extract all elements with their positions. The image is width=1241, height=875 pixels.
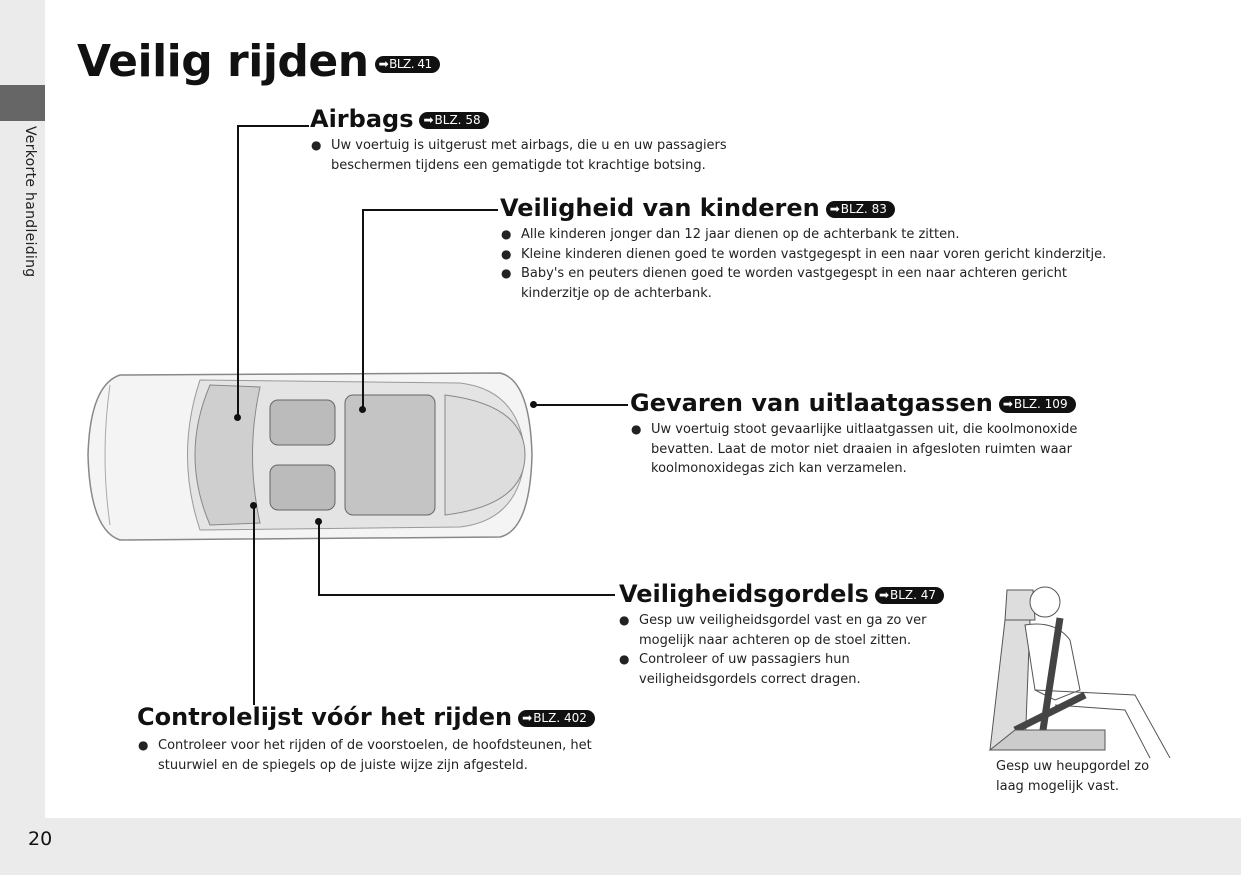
uitlaat-heading: Gevaren van uitlaatgassen ➡BLZ. 109 (630, 389, 1076, 417)
heading-text: Veiligheid van kinderen (500, 194, 820, 222)
heading-text: Veiligheidsgordels (619, 580, 869, 608)
page-title-text: Veilig rijden (77, 36, 369, 87)
controle-bullets: Controleer voor het rijden of de voorsto… (138, 736, 598, 775)
uitlaat-ref-link[interactable]: ➡BLZ. 109 (998, 395, 1076, 413)
leader-dot (530, 401, 537, 408)
bullet-item: Kleine kinderen dienen goed te worden va… (501, 245, 1161, 265)
side-tab-label: Verkorte handleiding (22, 126, 38, 278)
leader-line (237, 125, 309, 127)
bullet-item: Controleer voor het rijden of de voorsto… (138, 736, 598, 775)
arrow-icon: ➡ (1002, 396, 1013, 411)
ref-text: BLZ. 83 (840, 201, 887, 216)
uitlaat-bullets: Uw voertuig stoot gevaarlijke uitlaatgas… (631, 420, 1111, 479)
gordels-heading: Veiligheidsgordels ➡BLZ. 47 (619, 580, 945, 608)
leader-line (362, 209, 364, 409)
seatbelt-illustration (988, 586, 1171, 759)
leader-dot (315, 518, 322, 525)
page-ref-link[interactable]: ➡BLZ. 41 (374, 55, 440, 73)
airbags-ref-link[interactable]: ➡BLZ. 58 (419, 111, 489, 129)
page-number: 20 (28, 828, 53, 850)
arrow-icon: ➡ (378, 56, 389, 71)
leader-dot (359, 406, 366, 413)
bullet-item: Gesp uw veiligheidsgordel vast en ga zo … (619, 611, 949, 650)
ref-text: BLZ. 47 (890, 587, 937, 602)
heading-text: Gevaren van uitlaatgassen (630, 389, 993, 417)
illustration-caption: Gesp uw heupgordel zo laag mogelijk vast… (996, 759, 1150, 794)
bullet-item: Baby's en peuters dienen goed te worden … (501, 264, 1101, 303)
ref-text: BLZ. 109 (1013, 396, 1068, 411)
ref-text: BLZ. 58 (434, 112, 481, 127)
leader-line (253, 505, 255, 705)
controle-ref-link[interactable]: ➡BLZ. 402 (518, 709, 595, 727)
car-top-view-illustration (87, 372, 533, 541)
page-title: Veilig rijden ➡BLZ. 41 (77, 36, 440, 87)
bullet-item: Uw voertuig is uitgerust met airbags, di… (311, 136, 751, 175)
heading-text: Airbags (310, 105, 414, 133)
kinderen-bullets: Alle kinderen jonger dan 12 jaar dienen … (501, 225, 1161, 303)
leader-line (318, 594, 615, 596)
arrow-icon: ➡ (878, 587, 889, 602)
ref-text: BLZ. 402 (533, 710, 587, 725)
ref-text: BLZ. 41 (389, 56, 432, 71)
leader-line (362, 209, 498, 211)
leader-line (318, 522, 320, 596)
airbags-bullets: Uw voertuig is uitgerust met airbags, di… (311, 136, 751, 175)
side-margin (0, 0, 45, 875)
bullet-item: Controleer of uw passagiers hun veilighe… (619, 650, 949, 689)
kinderen-ref-link[interactable]: ➡BLZ. 83 (825, 200, 895, 218)
arrow-icon: ➡ (522, 710, 533, 725)
controle-heading: Controlelijst vóór het rijden ➡BLZ. 402 (137, 703, 595, 731)
leader-line (533, 404, 628, 406)
leader-dot (234, 414, 241, 421)
heading-text: Controlelijst vóór het rijden (137, 703, 513, 731)
section-tab-marker (0, 85, 45, 121)
kinderen-heading: Veiligheid van kinderen ➡BLZ. 83 (500, 194, 895, 222)
gordels-bullets: Gesp uw veiligheidsgordel vast en ga zo … (619, 611, 949, 689)
airbags-heading: Airbags ➡BLZ. 58 (310, 105, 489, 133)
leader-dot (250, 502, 257, 509)
arrow-icon: ➡ (423, 112, 434, 127)
gordels-ref-link[interactable]: ➡BLZ. 47 (874, 586, 945, 604)
bullet-item: Alle kinderen jonger dan 12 jaar dienen … (501, 225, 1161, 245)
footer-band (0, 818, 1241, 875)
leader-line (237, 125, 239, 418)
arrow-icon: ➡ (829, 201, 840, 216)
bullet-item: Uw voertuig stoot gevaarlijke uitlaatgas… (631, 420, 1111, 479)
